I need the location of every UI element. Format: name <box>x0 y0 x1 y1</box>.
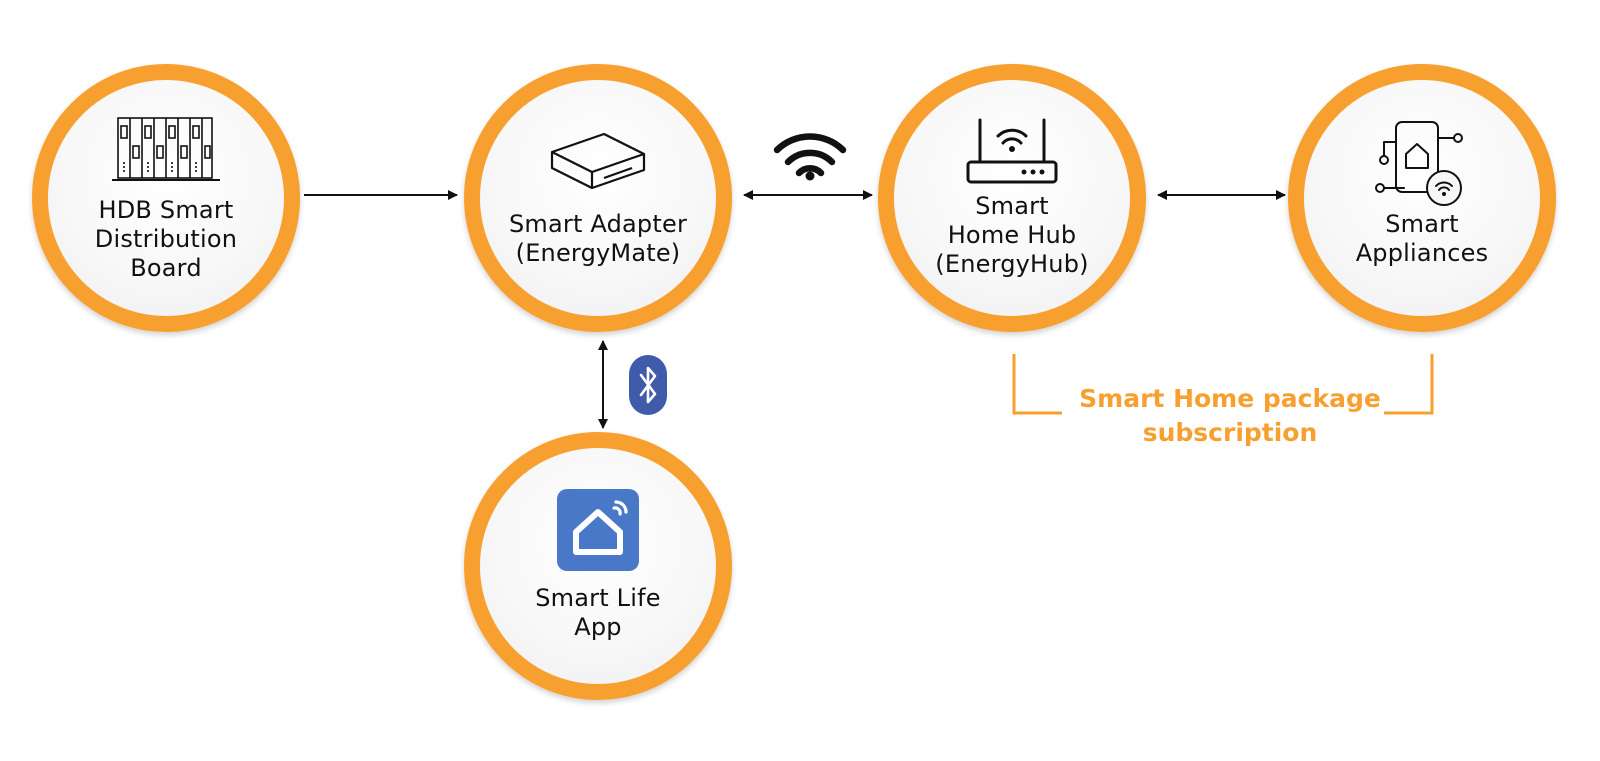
node-life-app: Smart Life App <box>464 432 732 700</box>
adapter-box-icon <box>550 132 646 190</box>
smart-appliances-icon <box>1375 121 1463 206</box>
node-label: Smart Life App <box>535 584 661 641</box>
node-distribution-board: HDB Smart Distribution Board <box>32 64 300 332</box>
node-label: HDB Smart Distribution Board <box>94 196 238 282</box>
node-label: Smart Adapter (EnergyMate) <box>508 210 688 267</box>
node-appliances: Smart Appliances <box>1288 64 1556 332</box>
router-icon <box>966 118 1058 184</box>
wifi-icon <box>773 133 847 181</box>
smart-life-app-icon <box>557 489 639 571</box>
node-home-hub: Smart Home Hub (EnergyHub) <box>878 64 1146 332</box>
node-label: Smart Home Hub (EnergyHub) <box>935 192 1089 278</box>
bluetooth-icon <box>629 355 667 415</box>
node-label: Smart Appliances <box>1355 210 1489 267</box>
node-smart-adapter: Smart Adapter (EnergyMate) <box>464 64 732 332</box>
distribution-board-icon <box>112 117 220 181</box>
package-bracket <box>1012 354 1434 415</box>
package-subscription-label: Smart Home package subscription <box>1079 384 1381 447</box>
